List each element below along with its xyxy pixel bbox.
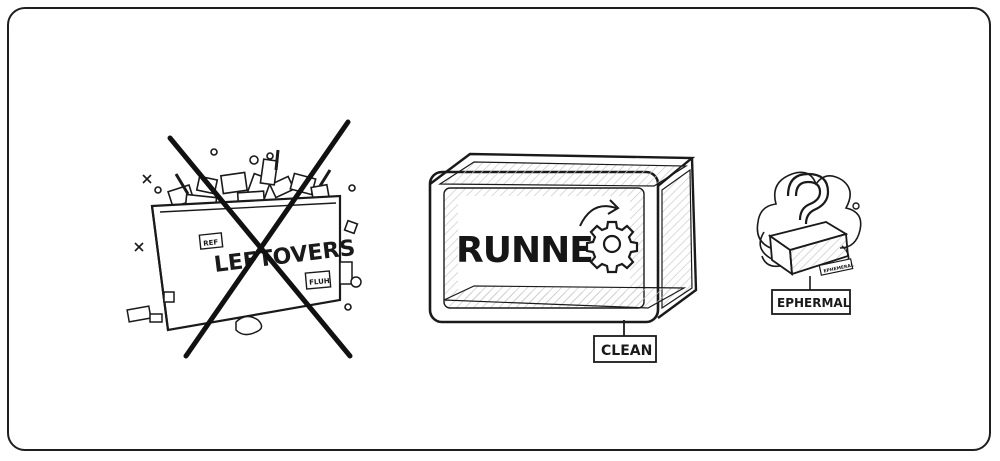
ground-debris [126,261,362,336]
ephemeral-box [767,221,849,276]
bin-tag-side: FLUH [304,270,332,290]
svg-text:EPHERMAL: EPHERMAL [777,296,851,310]
svg-text:REF: REF [203,238,219,248]
gear-icon [585,220,639,274]
cross-out-icon [167,119,353,359]
svg-text:CLEAN: CLEAN [601,343,652,359]
refresh-arrow-icon [579,199,620,227]
ephermal-tag: EPHERMAL [771,289,851,315]
clean-tag: CLEAN [593,335,657,363]
scatter-marks [134,174,359,311]
bin-tag-top: REF [198,232,224,250]
leftovers-bin: LEFTOVERS REF FLUH [126,119,362,359]
ephemeral-smoke: EPHEMERAL EPHERMAL [756,171,862,315]
runner-container: RUNNER CLEAN [428,152,698,363]
svg-text:FLUH: FLUH [309,277,330,287]
